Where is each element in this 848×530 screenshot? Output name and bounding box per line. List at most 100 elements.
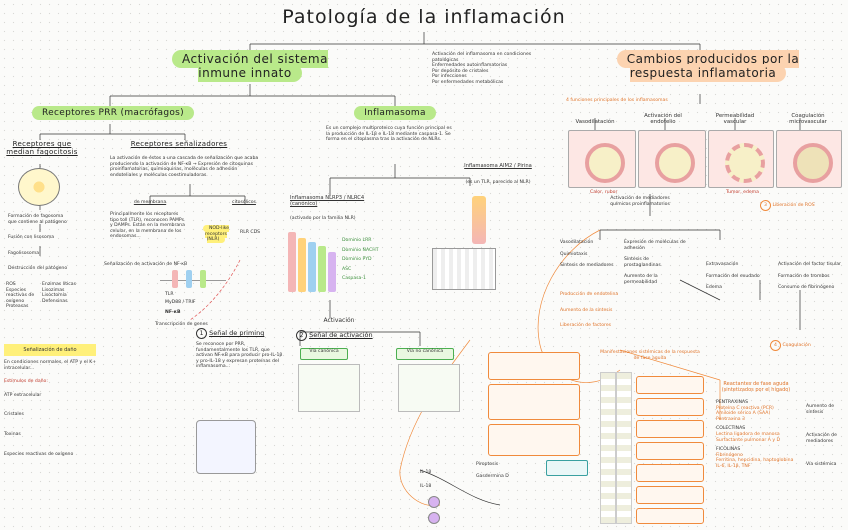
panel-permeability	[708, 130, 774, 188]
circle-3-note: 3 Liberación de ROS	[760, 200, 840, 211]
domain-label: ASC	[342, 267, 380, 273]
tlr-receptor-drawing	[172, 270, 178, 288]
step-4-circle: 4	[770, 340, 781, 351]
top-note-line: Por enfermedades metabólicas	[432, 80, 552, 86]
heading-inflammatory-changes: Cambios producidos por la respuesta infl…	[617, 50, 799, 82]
branch-heading-right: Cambios producidos por la respuesta infl…	[590, 52, 826, 80]
col-item: Edema	[706, 285, 768, 291]
gene-transcription-label: Transcripción de genes	[155, 322, 225, 328]
systemic-box	[636, 442, 704, 460]
systemic-box	[636, 508, 704, 524]
phago-line: Defensinas	[42, 299, 78, 305]
tlr-receptor-drawing	[200, 270, 206, 288]
col-item: Síntesis de prostaglandinas	[624, 257, 686, 268]
rlr-cds-label: RLR CDS	[240, 230, 276, 236]
orange-items: Producción de endotelina Aumento de la s…	[560, 292, 630, 329]
il18-label: IL-18	[420, 484, 450, 490]
col-items-perm: Extravasación Formación del exudado Edem…	[706, 262, 768, 291]
nlr-label-box: NOD-like receptors (NLR)	[196, 226, 236, 243]
aim2-heading: Inflamasoma AIM2 / Pirina	[458, 164, 538, 170]
inflammasome-intro: Es un complejo multiproteico cuya funció…	[326, 126, 456, 143]
systemic-box	[636, 398, 704, 416]
step-3-circle: 3	[760, 200, 771, 211]
col-item: Consumo de fibrinógeno	[778, 285, 842, 291]
phago-enzymes-col: Enzimas líticas Lisozimas Lisoctomía Def…	[42, 282, 78, 304]
mediators-activation-text: Activación de mediadores químicos proinf…	[600, 196, 680, 207]
inflammasome-functions-note: 4 funciones principales de los inflamaso…	[566, 98, 716, 104]
nfkb-activation-text: Señalización de activación de NF-κB	[104, 262, 194, 268]
priming-text: Se reconoce por PRR, fundamentalmente lo…	[196, 342, 286, 370]
activation-signal-box: 2 Señal de activación	[296, 330, 386, 341]
orange-item: Producción de endotelina	[560, 292, 630, 298]
col-head-endothelium: Activación del endotelio	[634, 114, 692, 125]
heading-innate-activation: Activación del sistema inmune innato	[172, 50, 328, 82]
col-item: Extravasación	[706, 262, 768, 268]
orange-note-box	[488, 352, 580, 380]
tlr-label: TLR	[165, 292, 205, 298]
phago-line: Proteasas	[6, 304, 38, 310]
side-note: Vía sistémica	[806, 462, 844, 468]
membrane-label: de membrana	[130, 200, 170, 206]
circle-3-text: Liberación de ROS	[772, 203, 814, 208]
circle-4-text: Coagulación	[782, 343, 810, 348]
col-head-coagulation: Coagulación microvascular	[776, 114, 840, 125]
inflammasome-heading-box: Inflamasoma	[352, 108, 438, 118]
right-side-notes: Aumento de síntesis Activación de mediad…	[806, 404, 844, 468]
canonical-inflammasome-sub: (activado por la familia NLR)	[290, 216, 370, 222]
domain-label: Caspasa-1	[342, 276, 380, 282]
step-1-circle: 1	[196, 328, 207, 339]
orange-note-box	[488, 424, 580, 456]
step-2-circle: 2	[296, 330, 307, 341]
damage-line: ATP extracelular	[4, 393, 104, 399]
gasdermin-label: Gasdermina D	[476, 474, 520, 480]
teal-note-box	[546, 460, 588, 476]
inflammasome-top-note: Activación del inflamasoma en condicione…	[432, 52, 552, 86]
domain-labels: Dominio LRR Dominio NACHT Dominio PYD AS…	[342, 238, 380, 282]
reactant-item: IL-6, IL-1β, TNF	[716, 464, 806, 470]
pore-drawing	[428, 512, 440, 524]
priming-heading: Señal de priming	[209, 329, 264, 337]
phagocyte-drawing	[18, 168, 60, 206]
nfkb-label: NF-κB	[165, 310, 205, 316]
col-item: Formación del exudado	[706, 274, 768, 280]
reactant-item: Surfactante pulmonar A y D	[716, 438, 806, 444]
canonical-path-drawing	[298, 364, 360, 412]
priming-cell-drawing	[196, 420, 256, 474]
aim2-sub: (es un TLR, parecido al NLR)	[458, 180, 538, 186]
cytosolic-label: citosólicos	[222, 200, 266, 206]
phago-line: Enzimas líticas	[42, 282, 78, 288]
noncanonical-path-drawing	[398, 364, 460, 412]
systemic-box	[636, 486, 704, 504]
phago-line: Especies reactivas de oxígeno	[6, 288, 38, 305]
phago-line: Destrucción del patógeno	[8, 266, 83, 272]
acute-phase-heading: Reactantes de fase aguda (sintetizados p…	[716, 382, 796, 393]
col-item: Formación de trombos	[778, 274, 842, 280]
systemic-box	[636, 464, 704, 482]
activation-label: Activación	[304, 318, 374, 324]
phago-line: que contiene al patógeno	[8, 220, 83, 226]
systemic-box	[636, 420, 704, 438]
tlr-receptor-drawing	[186, 270, 192, 288]
page-title: Patología de la inflamación	[0, 6, 848, 28]
phago-line: Fagolisosoma	[8, 251, 83, 257]
col-head-vasodilation: Vasodilatación	[566, 120, 624, 126]
domain-label: Dominio LRR	[342, 238, 380, 244]
activation-signal-heading: Señal de activación	[309, 331, 373, 339]
panel-endothelium	[638, 130, 706, 188]
col-item: Quimiotaxis	[560, 252, 620, 258]
side-note: Aumento de síntesis	[806, 404, 844, 415]
signal-receptors-heading: Receptores señalizadores	[124, 140, 234, 148]
prr-heading: Receptores PRR (macrófagos)	[32, 106, 194, 120]
systemic-box	[636, 376, 704, 394]
tumor-edema-label: Tumor, edema	[726, 190, 766, 196]
phago-line: Fusión con lisosoma	[8, 235, 83, 241]
pore-drawing	[428, 496, 440, 508]
col-items-coag: Activación del factor tisular Formación …	[778, 262, 842, 291]
prr-heading-box: Receptores PRR (macrófagos)	[8, 108, 218, 118]
phago-receptors-heading: Receptores que median fagocitosis	[4, 140, 80, 156]
damage-lines: En condiciones normales, el ATP y el K+ …	[4, 360, 104, 457]
col-head-permeability: Permeabilidad vascular	[706, 114, 764, 125]
domain-label: Dominio PYD	[342, 257, 380, 263]
systemic-manifestations-heading: Manifestaciones sistémicas de la respues…	[600, 350, 700, 361]
circle-4-note: 4 Coagulación	[770, 340, 842, 351]
